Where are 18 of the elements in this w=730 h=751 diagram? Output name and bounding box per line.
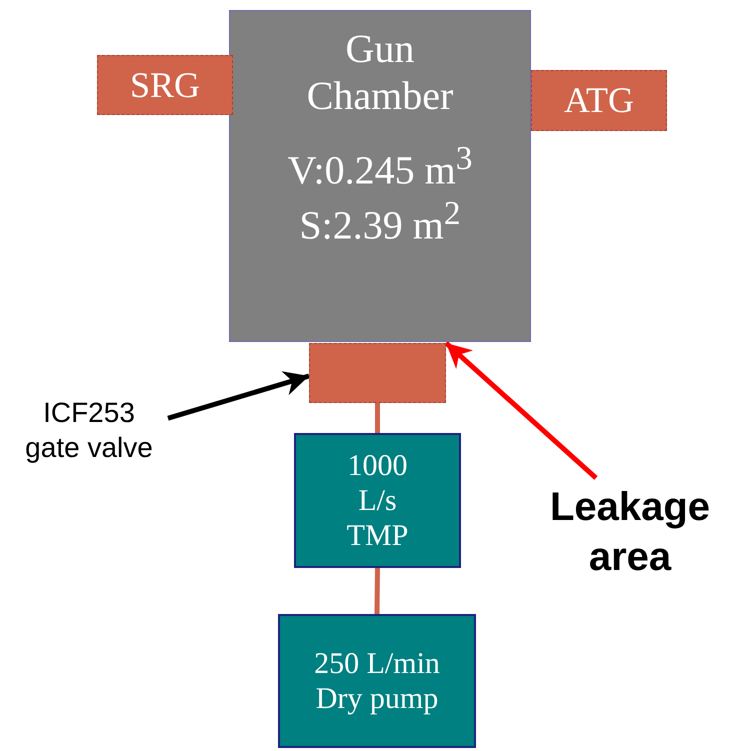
arrow xyxy=(444,341,598,480)
box-label: 1000 L/s TMP xyxy=(346,448,410,554)
box-label: SRG xyxy=(130,64,200,106)
callout-text: ICF253 gate valve xyxy=(24,396,154,465)
pump-box xyxy=(294,433,461,568)
box-label: ATG xyxy=(564,79,634,122)
box-label: Gun Chamber xyxy=(306,25,454,120)
box-label: V:0.245 m$^{3}$ S:2.39 m$^{2}$ xyxy=(286,139,474,248)
callout-text: Leakage area xyxy=(548,484,712,581)
arrow xyxy=(167,371,310,421)
pipe xyxy=(375,403,380,433)
sensor-box xyxy=(97,55,233,115)
sensor-box xyxy=(531,70,667,131)
valve-box xyxy=(309,343,446,403)
box-label: 250 L/min Dry pump xyxy=(313,646,441,716)
chamber-box xyxy=(229,10,531,342)
pipe xyxy=(374,568,380,614)
pump-box xyxy=(278,614,476,748)
